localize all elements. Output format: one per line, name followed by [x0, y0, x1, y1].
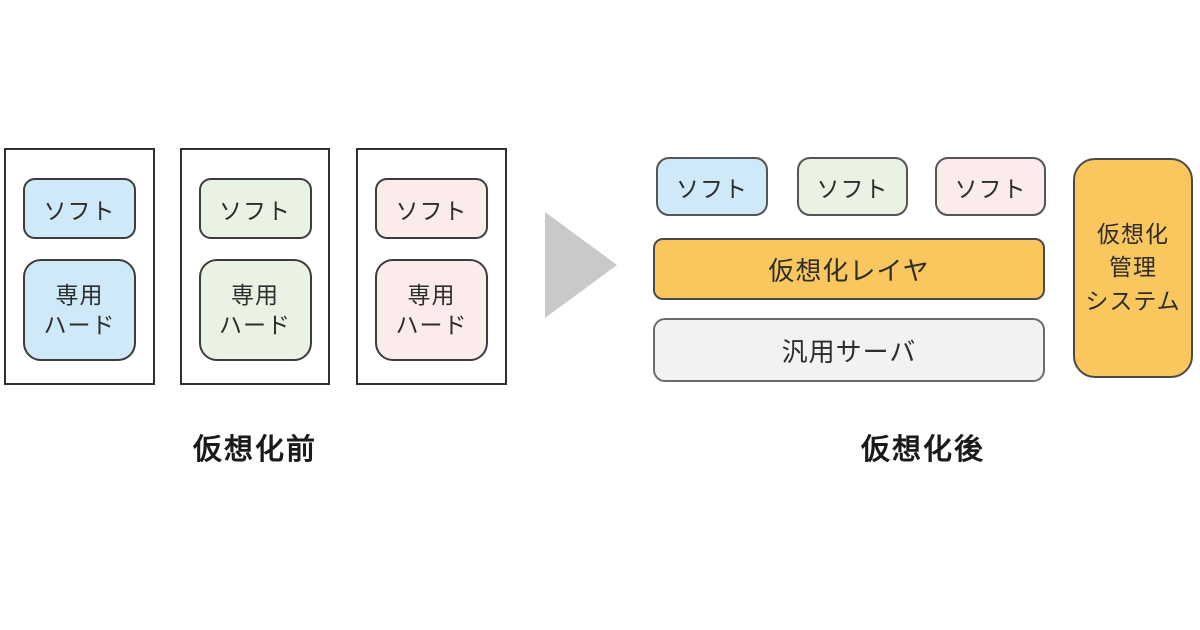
server-unit: ソフト 専用 ハード — [356, 148, 507, 385]
dedicated-hardware-box: 専用 ハード — [375, 259, 488, 361]
before-caption: 仮想化前 — [192, 434, 317, 466]
software-box: ソフト — [23, 178, 136, 239]
server-unit: ソフト 専用 ハード — [180, 148, 330, 385]
dedicated-hardware-box: 専用 ハード — [198, 259, 312, 361]
software-box: ソフト — [656, 157, 768, 216]
software-box: ソフト — [797, 157, 908, 216]
right-arrow-icon — [545, 212, 617, 318]
server-unit: ソフト 専用 ハード — [4, 148, 155, 385]
dedicated-hardware-box: 専用 ハード — [23, 259, 136, 361]
software-box: ソフト — [935, 157, 1046, 216]
software-box: ソフト — [375, 178, 488, 239]
virtualization-layer-bar: 仮想化レイヤ — [653, 238, 1045, 300]
virtualization-management-box: 仮想化 管理 システム — [1073, 158, 1193, 378]
general-server-bar: 汎用サーバ — [653, 318, 1045, 382]
after-caption: 仮想化後 — [860, 434, 985, 466]
software-box: ソフト — [198, 178, 312, 239]
